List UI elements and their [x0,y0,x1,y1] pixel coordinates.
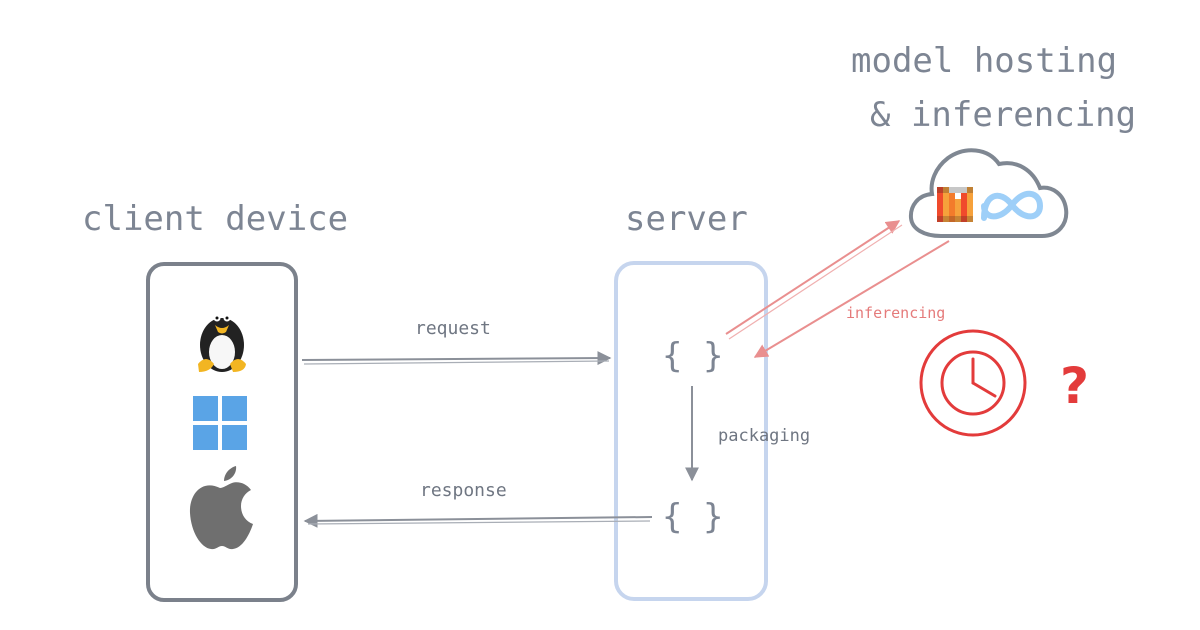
mistral-logo [937,187,973,222]
response-arrow [303,513,653,528]
server-box [614,261,768,601]
packaging-label: packaging [718,426,810,446]
windows-icon [193,396,247,450]
server-process-top: { } [662,336,723,376]
inference-request-arrow [725,220,903,340]
inferencing-label: inferencing [846,304,945,322]
meta-logo [981,190,1043,221]
request-label: request [415,318,491,339]
response-label: response [420,480,507,501]
hosting-title-line-2: & inferencing [870,95,1136,135]
server-process-bottom: { } [662,497,723,537]
apple-icon [189,466,253,550]
clock-icon [919,329,1027,437]
request-arrow [301,351,612,366]
model-cloud [908,148,1069,238]
question-mark: ? [1060,357,1089,415]
client-title: client device [82,199,348,239]
inference-response-arrow [753,240,950,358]
client-device-box [146,262,298,602]
server-title: server [625,199,748,239]
hosting-title-line-1: model hosting [851,41,1117,81]
linux-icon [198,314,246,372]
